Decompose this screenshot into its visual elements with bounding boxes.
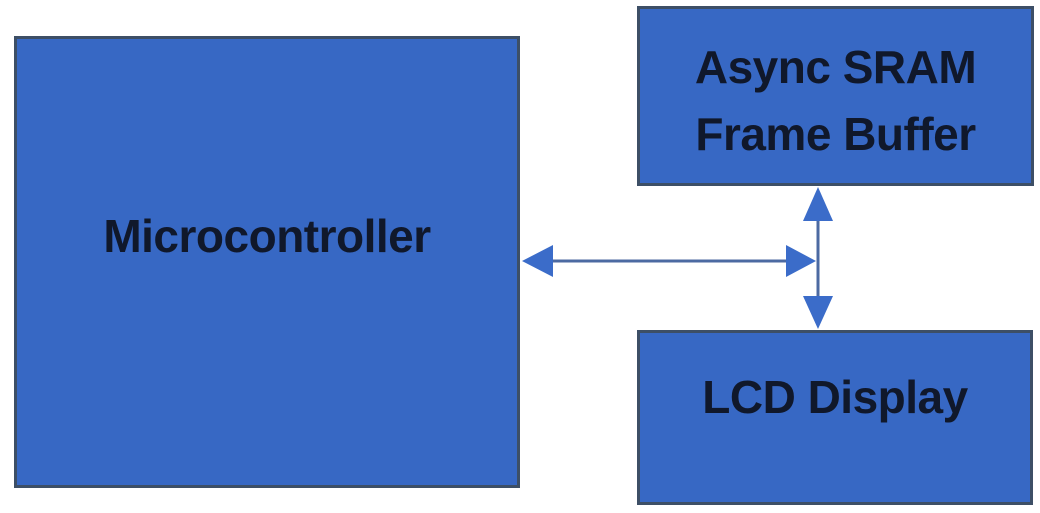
node-async-sram-frame-buffer: Async SRAM Frame Buffer [637, 6, 1034, 186]
node-lcd-display: LCD Display [637, 330, 1033, 505]
bus-arrow-down-head-icon [803, 296, 833, 329]
bus-arrow-left-head-icon [522, 245, 553, 277]
node-lcd-label: LCD Display [702, 371, 968, 423]
node-sram-label-line-1: Async SRAM [694, 41, 977, 94]
bus-arrow-horizontal-bidirectional [522, 245, 816, 277]
node-sram-label-line-2: Frame Buffer [695, 108, 976, 160]
bus-arrow-up-head-icon [803, 187, 833, 221]
bus-arrow-vertical-bidirectional [803, 187, 833, 329]
node-microcontroller: Microcontroller [14, 36, 520, 488]
bus-arrow-right-head-icon [786, 245, 816, 277]
node-microcontroller-label: Microcontroller [103, 209, 431, 262]
